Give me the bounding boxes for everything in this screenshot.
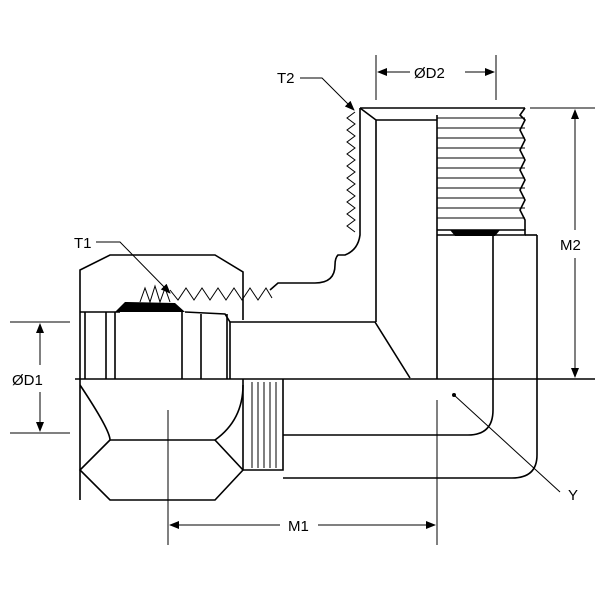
- dimension-t1: T1: [74, 235, 171, 294]
- lower-thread-stub: [242, 379, 284, 471]
- swivel-nut: [78, 254, 245, 501]
- dimension-y: Y: [452, 393, 578, 504]
- label-d1: ØD1: [12, 372, 43, 389]
- dimension-d1: ØD1: [10, 321, 70, 434]
- dimension-d2: ØD2: [375, 55, 497, 100]
- label-d2: ØD2: [414, 65, 445, 82]
- dimension-m2: M2: [530, 107, 595, 378]
- dimension-t2: T2: [277, 70, 355, 111]
- label-m1: M1: [288, 518, 309, 535]
- dimension-m1: M1: [167, 400, 438, 545]
- upper-thread: [437, 107, 526, 236]
- elbow-body: [169, 107, 538, 479]
- label-t1: T1: [74, 235, 92, 252]
- label-m2: M2: [560, 237, 581, 254]
- label-y: Y: [568, 487, 578, 504]
- label-t2: T2: [277, 70, 295, 87]
